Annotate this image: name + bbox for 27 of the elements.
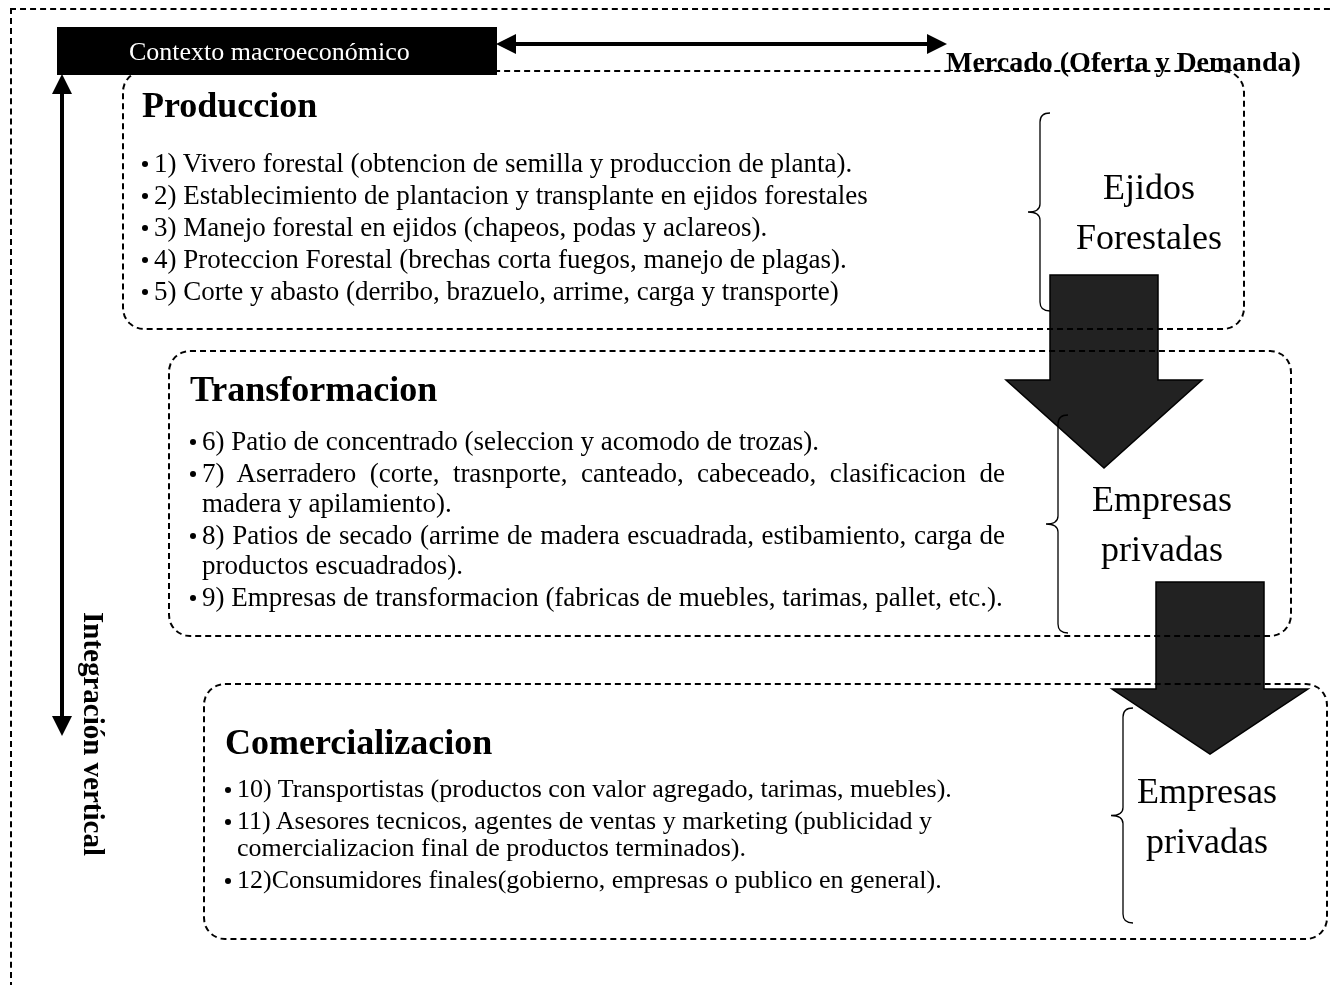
list-item: 10) Transportistas (productos con valor agregado, tarimas, muebles). — [237, 775, 952, 802]
list-item: 4) Proteccion Forestal (brechas corta fuegos, manejo de plagas). — [154, 244, 847, 274]
edge-label: Integración vertical — [78, 612, 110, 856]
stage-heading: Produccion — [142, 86, 318, 124]
double-arrow — [52, 74, 72, 736]
list-item: 9) Empresas de transformacion (fabricas de muebles, tarimas, pallet, etc.). — [202, 582, 1003, 612]
market-label: Mercado (Oferta y Demanda) — [946, 47, 1301, 77]
list-item: 8) Patios de secado (arrime de madera escuadrada, estibamiento, carga de productos escuadrados). — [202, 520, 1005, 580]
list-item: 5) Corte y abasto (derribo, brazuelo, arrime, carga y transporte) — [154, 276, 839, 306]
actor-label: Ejidos Forestales — [1075, 166, 1223, 259]
context-box: Contexto macroeconómico — [57, 27, 497, 75]
stage-box — [203, 683, 1328, 940]
list-item: 1) Vivero forestal (obtencion de semilla y produccion de planta). — [154, 148, 853, 178]
stage-heading: Transformacion — [190, 370, 438, 408]
actor-label: Empresas privadas — [1091, 478, 1233, 571]
block-arrow — [1109, 581, 1311, 755]
list-item: 11) Asesores tecnicos, agentes de ventas y marketing (publicidad y comercializacion final de productos terminados). — [237, 807, 934, 861]
double-arrow — [496, 34, 947, 54]
stage-heading: Comercializacion — [225, 723, 493, 761]
block-arrow — [1004, 274, 1204, 469]
list-item: 6) Patio de concentrado (seleccion y acomodo de trozas). — [202, 426, 819, 456]
list-item: 2) Establecimiento de plantacion y transplante en ejidos forestales — [154, 180, 868, 210]
actor-label: Empresas privadas — [1136, 769, 1278, 863]
list-item: 12)Consumidores finales(gobierno, empresas o publico en general). — [237, 866, 942, 893]
list-item: 3) Manejo forestal en ejidos (chapeos, podas y aclareos). — [154, 212, 768, 242]
list-item: 7) Aserradero (corte, trasnporte, canteado, cabeceado, clasificacion de madera y apilamiento). — [202, 458, 1005, 518]
stage-box — [168, 350, 1292, 637]
